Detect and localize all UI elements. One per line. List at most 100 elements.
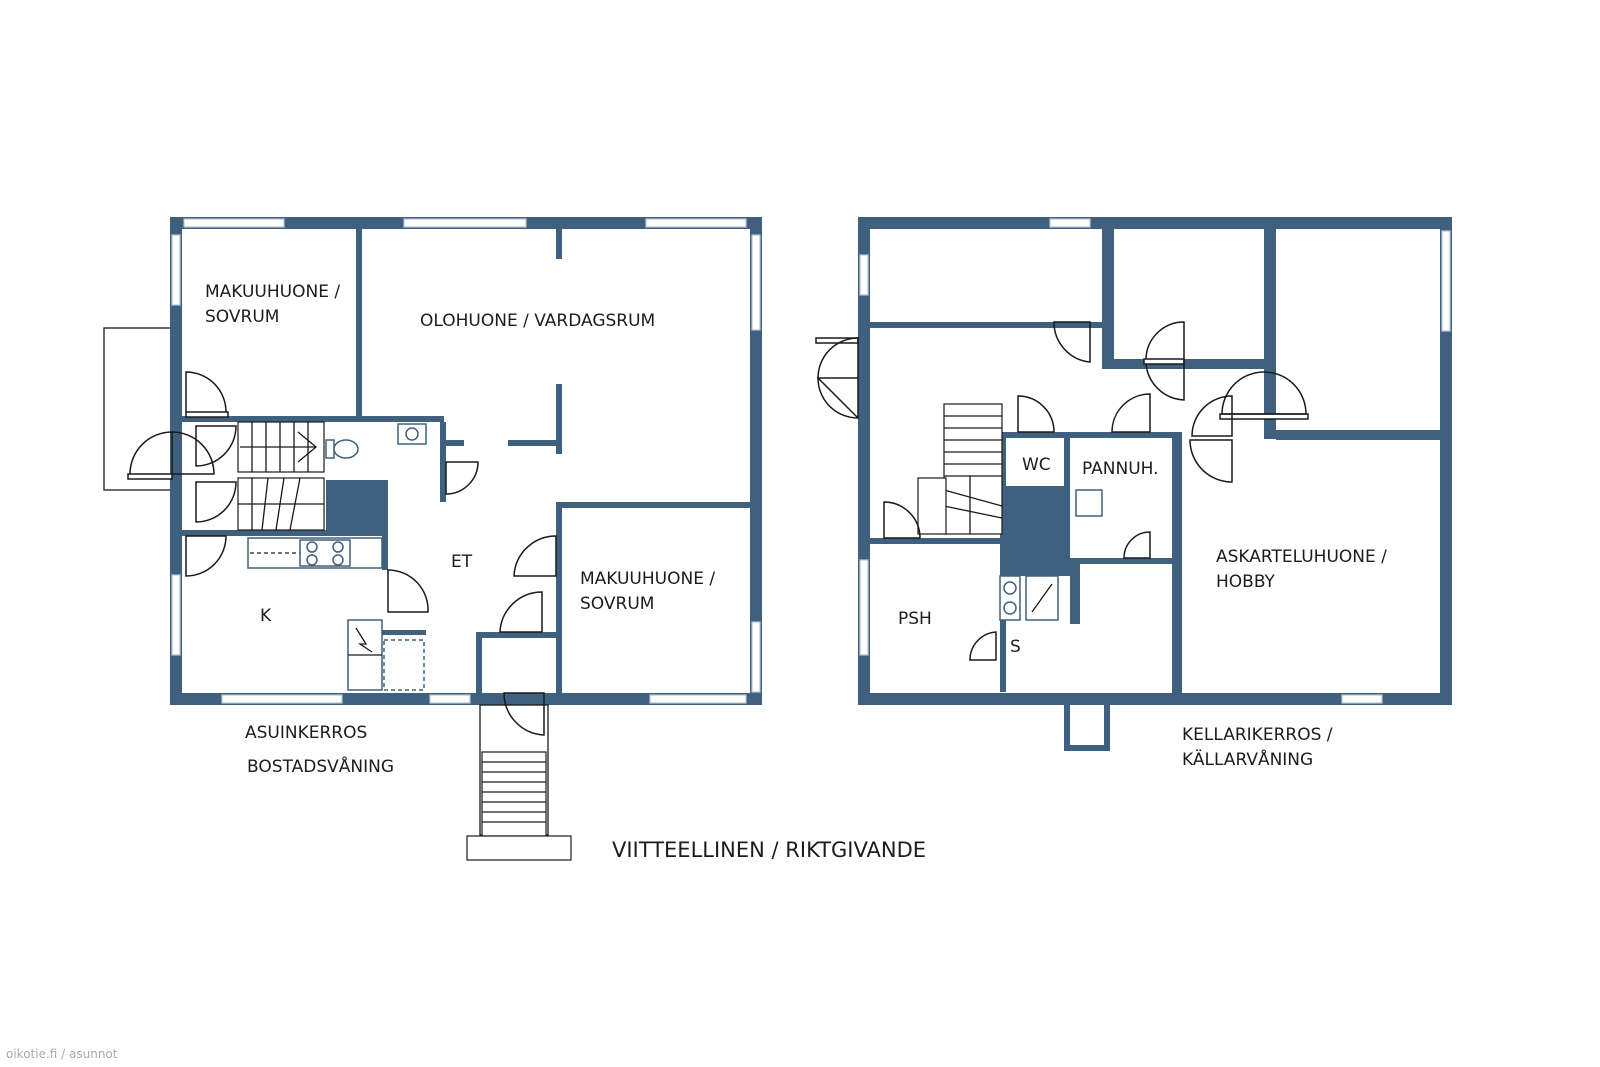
wall-north — [858, 217, 1452, 229]
interior-wall — [476, 632, 556, 638]
window — [403, 218, 527, 228]
room-label-sauna: S — [1010, 637, 1021, 657]
window — [1441, 230, 1451, 332]
door — [513, 535, 557, 577]
window — [645, 218, 747, 228]
chimney — [1006, 486, 1070, 576]
sauna-stove-icon — [999, 575, 1021, 621]
ground-floor-plan: MAKUUHUONE / SOVRUM OLOHUONE / VARDAGSRU… — [103, 217, 762, 861]
interior-wall — [382, 480, 388, 570]
window — [859, 254, 869, 296]
room-label-wash: PSH — [898, 609, 932, 629]
door — [1017, 395, 1055, 433]
staircase — [237, 421, 325, 531]
balcony — [103, 327, 175, 491]
floor-label-line2: KÄLLARVÅNING — [1182, 748, 1313, 770]
room-label-wc: WC — [1022, 455, 1051, 475]
interior-wall — [1264, 229, 1276, 439]
room-label-living: OLOHUONE / VARDAGSRUM — [420, 311, 655, 331]
window — [859, 559, 869, 656]
heater-icon — [1025, 575, 1059, 621]
door — [1189, 395, 1233, 483]
disclaimer-note: VIITTEELLINEN / RIKTGIVANDE — [612, 838, 926, 862]
boiler-icon — [1075, 489, 1103, 517]
door — [185, 371, 229, 418]
door — [1053, 321, 1091, 363]
wall-east — [750, 217, 762, 705]
interior-wall — [356, 229, 362, 419]
room-label-entry: ET — [451, 552, 473, 572]
interior-wall — [1064, 438, 1070, 564]
interior-wall — [556, 502, 756, 508]
room-label-boiler: PANNUH. — [1082, 459, 1159, 479]
room-label-hobby: ASKARTELUHUONE / — [1216, 547, 1387, 567]
interior-wall — [1102, 229, 1114, 369]
door — [1111, 393, 1151, 433]
interior-wall — [1104, 705, 1110, 751]
floor-label-line2: BOSTADSVÅNING — [247, 755, 394, 777]
door — [185, 535, 227, 577]
room-label-kitchen: K — [260, 606, 272, 626]
window — [751, 621, 761, 693]
door — [387, 569, 429, 613]
wall-east — [1440, 217, 1452, 705]
window — [649, 694, 747, 704]
door — [445, 461, 479, 495]
interior-wall — [1000, 432, 1006, 692]
floor-label-line1: KELLARIKERROS / — [1182, 725, 1333, 745]
room-label-bedroom-1: MAKUUHUONE / — [205, 282, 340, 302]
basement-plan: WC PANNUH. ASKARTELUHUONE / HOBBY PSH S … — [815, 217, 1452, 770]
interior-wall — [1070, 564, 1080, 624]
interior-wall — [380, 630, 426, 635]
interior-wall — [556, 384, 562, 454]
kitchen-counter — [247, 537, 383, 569]
interior-wall — [508, 440, 558, 446]
interior-wall — [870, 538, 1000, 544]
door — [127, 431, 215, 480]
window — [751, 234, 761, 331]
door — [817, 376, 859, 420]
interior-wall — [1064, 745, 1110, 751]
room-label-hobby-sub: HOBBY — [1216, 572, 1276, 592]
window — [429, 694, 471, 704]
wardrobe — [383, 639, 425, 691]
interior-wall — [556, 502, 562, 693]
door — [1143, 321, 1185, 401]
door — [969, 631, 997, 661]
interior-wall — [446, 440, 464, 446]
interior-wall — [870, 322, 1102, 328]
room-label-bedroom-1-sub: SOVRUM — [205, 307, 279, 327]
interior-wall — [1276, 430, 1440, 440]
window — [221, 694, 343, 704]
door — [883, 501, 921, 539]
interior-wall — [182, 530, 382, 536]
window — [183, 218, 285, 228]
floor-label-line1: ASUINKERROS — [245, 723, 367, 743]
fridge-icon — [347, 619, 383, 691]
interior-wall — [182, 416, 444, 422]
toilet-icon — [325, 439, 359, 459]
interior-wall — [1114, 359, 1270, 369]
room-label-bedroom-2: MAKUUHUONE / — [580, 569, 715, 589]
sink-icon — [397, 423, 427, 445]
interior-wall — [556, 229, 562, 259]
window — [1049, 218, 1091, 228]
interior-wall — [440, 422, 446, 502]
window — [171, 574, 181, 656]
interior-wall — [476, 632, 482, 693]
door — [195, 425, 237, 467]
door — [1219, 371, 1309, 420]
interior-wall — [1172, 432, 1182, 693]
door — [195, 481, 237, 523]
window — [171, 234, 181, 306]
interior-wall — [1070, 558, 1172, 564]
wall-south — [858, 693, 1452, 705]
entrance-steps — [466, 704, 572, 861]
door — [815, 337, 859, 379]
watermark: oikotie.fi / asunnot — [6, 1047, 118, 1061]
interior-wall — [1064, 705, 1070, 751]
door — [1123, 531, 1151, 559]
staircase — [917, 403, 1003, 535]
window — [1341, 694, 1383, 704]
